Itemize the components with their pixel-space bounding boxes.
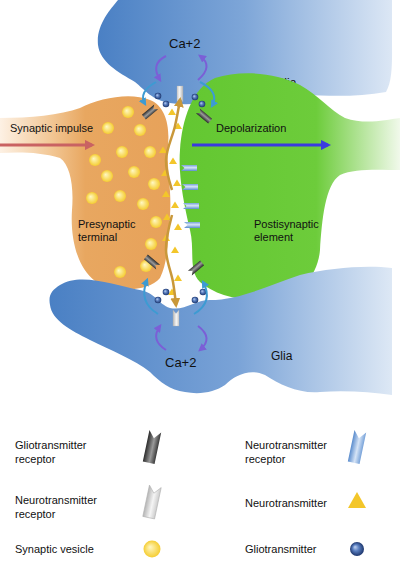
- legend-label: Gliotransmitter receptor: [15, 438, 110, 466]
- cell-shape: [0, 96, 170, 289]
- legend-label: Gliotransmitter: [245, 542, 345, 556]
- neurotransmitter: [169, 158, 177, 165]
- gliotransmitter: [192, 297, 199, 304]
- legend-symbol: [350, 542, 364, 556]
- legend-label: Synaptic vesicle: [15, 542, 115, 556]
- cell-shape: [180, 73, 400, 300]
- cell-outline: [0, 90, 172, 295]
- neurotransmitter: [171, 202, 179, 209]
- cell-label: Ca+2: [169, 36, 200, 51]
- legend-symbol: [348, 492, 366, 508]
- cell-label: Postisynaptic element: [254, 218, 334, 244]
- legend-label: Neurotransmitter receptor: [245, 438, 345, 466]
- legend-label: Neurotransmitter receptor: [15, 493, 115, 521]
- neurotransmitter: [174, 123, 182, 130]
- legend-symbol: [348, 430, 366, 464]
- gliotransmitter: [200, 289, 207, 296]
- neurotransmitter: [174, 224, 182, 231]
- legend-label: Neurotransmitter: [245, 496, 345, 510]
- neurotransmitter: [174, 275, 182, 282]
- neurotransmitter: [173, 180, 181, 187]
- neurotransmitter: [171, 247, 179, 254]
- legend-symbol: [144, 541, 161, 558]
- legend-symbol: [143, 430, 161, 464]
- neurotransmitter: [168, 289, 176, 296]
- cell-shape: [49, 267, 392, 395]
- legend-symbol: [143, 485, 161, 519]
- presynaptic-terminal: Synaptic impulsePresynaptic terminal: [0, 90, 172, 295]
- cell-label: Synaptic impulse: [10, 122, 93, 135]
- cell-label: Ca+2: [165, 355, 196, 370]
- cell-label: Depolarization: [216, 122, 286, 135]
- cell-outline: [45, 305, 395, 397]
- glia-cell: Glia Ca+2: [45, 305, 395, 397]
- gliotransmitter: [163, 289, 170, 296]
- neurotransmitter: [168, 109, 176, 116]
- cell-label: Glia: [271, 349, 292, 363]
- cell-label: Presynaptic terminal: [78, 218, 150, 244]
